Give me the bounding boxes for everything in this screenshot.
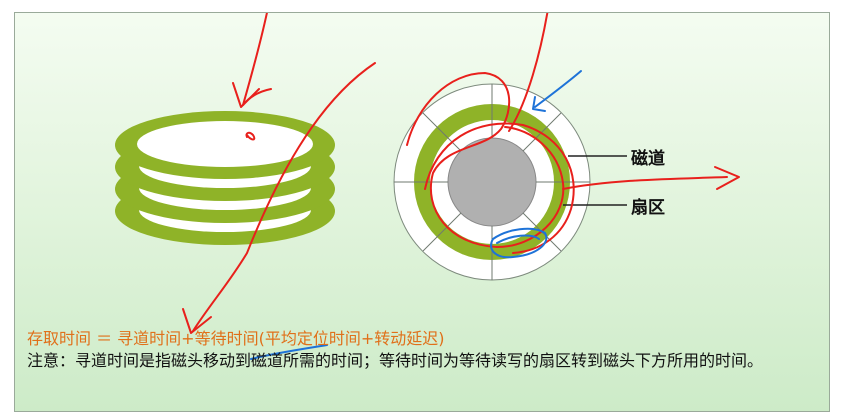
note-text: 注意：寻道时间是指磁头移动到磁道所需的时间；等待时间为等待读写的扇区转到磁头下方… xyxy=(27,351,764,370)
spindle xyxy=(447,137,537,227)
red-annotations xyxy=(182,13,740,334)
diagram-art xyxy=(115,13,740,360)
disk-top-view xyxy=(393,83,627,281)
track-label: 磁道 xyxy=(631,149,665,169)
sector-label: 扇区 xyxy=(631,198,665,218)
slide: 磁道 扇区 存取时间 ＝ 寻道时间+等待时间(平均定位时间+转动延迟) 注意：寻… xyxy=(14,12,830,412)
blue-annotations xyxy=(250,70,582,360)
platter-stack xyxy=(115,111,335,245)
access-time-formula: 存取时间 ＝ 寻道时间+等待时间(平均定位时间+转动延迟) xyxy=(27,329,445,348)
